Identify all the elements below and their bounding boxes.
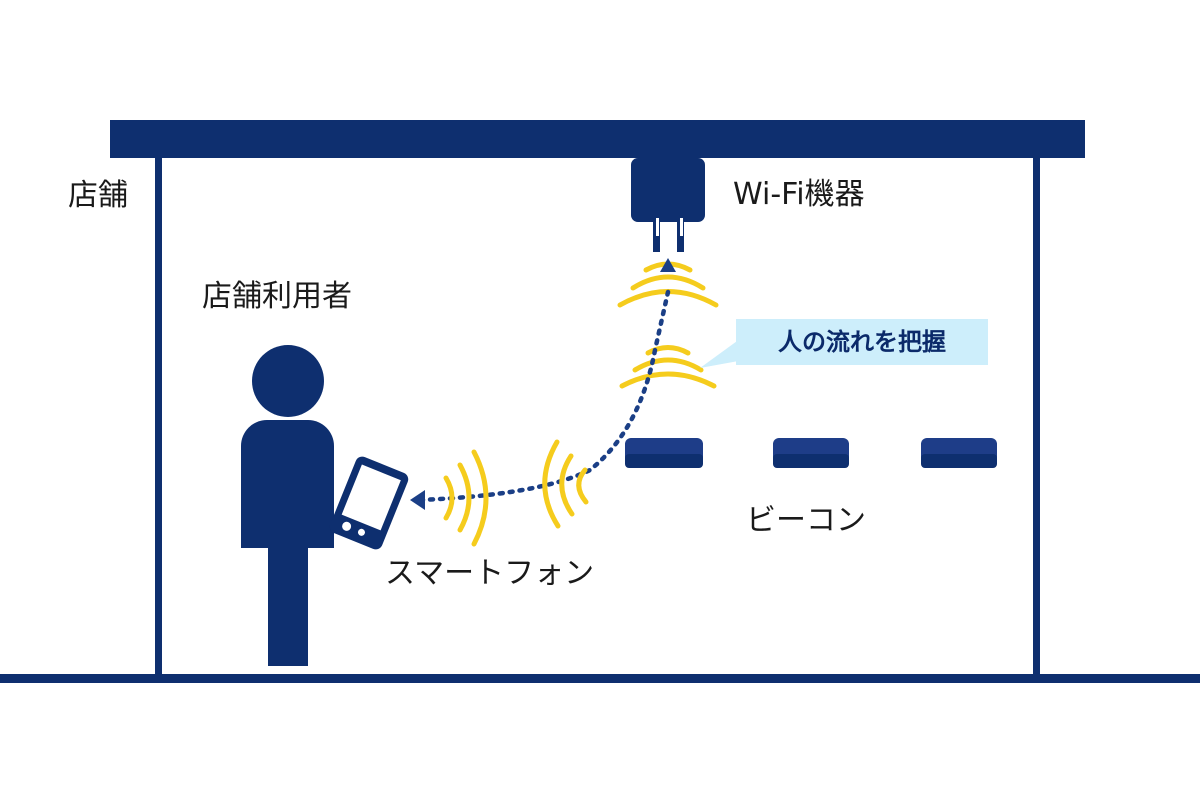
beacon-signal-arcs xyxy=(542,439,589,529)
beacon-icon xyxy=(625,438,703,468)
floor-line xyxy=(0,674,1200,683)
arrow-head-left xyxy=(410,490,425,510)
store-building xyxy=(0,120,1200,683)
beacon-label: ビーコン xyxy=(746,503,866,538)
arrow-head-up xyxy=(660,258,676,272)
store-user-label: 店舗利用者 xyxy=(202,279,352,314)
smartphone-label: スマートフォン xyxy=(385,556,594,591)
person-icon xyxy=(241,345,334,666)
callout-bubble: 人の流れを把握 xyxy=(700,319,988,368)
wifi-device-label: Wi-Fi機器 xyxy=(733,177,865,212)
left-wall xyxy=(155,158,162,678)
beacon-icon xyxy=(921,438,997,468)
phone-signal-arcs xyxy=(443,449,489,547)
callout-text: 人の流れを把握 xyxy=(778,328,946,356)
beacon-icon xyxy=(773,438,849,468)
smartphone-icon xyxy=(329,456,409,550)
wifi-router-icon xyxy=(631,158,705,252)
roof-beam xyxy=(110,120,1085,158)
store-label: 店舗 xyxy=(68,178,128,213)
right-wall xyxy=(1033,158,1040,678)
